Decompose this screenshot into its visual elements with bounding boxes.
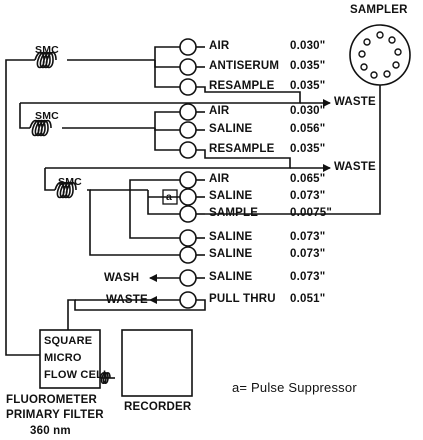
line-main-left: [5, 59, 35, 340]
line-size: 0.035": [290, 60, 326, 72]
primary-filter-caption: PRIMARY FILTER: [6, 409, 104, 421]
line-size: 0.056": [290, 123, 326, 135]
line-name: ANTISERUM: [209, 60, 280, 72]
line-size: 0.073": [290, 231, 326, 243]
line-name: SALINE: [209, 231, 253, 243]
line-size: 0.073": [290, 271, 326, 283]
line-size: 0.035": [290, 80, 326, 92]
coil-smc3-label: SMC: [58, 176, 82, 188]
line-size: 0.0075": [290, 207, 333, 219]
line-name: SAMPLE: [209, 207, 259, 219]
recorder-box: [121, 329, 193, 397]
line-size: 0.065": [290, 173, 326, 185]
coil-smc1: [34, 51, 57, 69]
waste-label: WASTE: [334, 161, 376, 173]
line-name: SALINE: [209, 271, 253, 283]
waste-label: WASTE: [334, 96, 376, 108]
sampler-label: SAMPLER: [350, 4, 408, 16]
legend: a= Pulse Suppressor: [232, 380, 357, 395]
pump-tube-circles: [179, 38, 197, 309]
flowcell-line2: MICRO: [44, 352, 82, 364]
line-name: SALINE: [209, 123, 253, 135]
line-size: 0.073": [290, 190, 326, 202]
flowcell-line3: FLOW CELL: [44, 369, 110, 381]
sampler-wheel: [349, 24, 411, 86]
line-name: RESAMPLE: [209, 80, 275, 92]
line-name: RESAMPLE: [209, 143, 275, 155]
line-name: AIR: [209, 105, 230, 117]
line-name: PULL THRU: [209, 293, 276, 305]
coil-smc3: [54, 181, 77, 199]
line-name: SALINE: [209, 248, 253, 260]
wash-label: WASH: [104, 272, 140, 284]
line-name: AIR: [209, 173, 230, 185]
fluorometer-caption: FLUOROMETER: [6, 394, 97, 406]
waste-label: WASTE: [106, 294, 148, 306]
line-name: SALINE: [209, 190, 253, 202]
line-size: 0.035": [290, 143, 326, 155]
flowcell-box: [39, 329, 101, 389]
line-size: 0.030": [290, 105, 326, 117]
recorder-caption: RECORDER: [124, 401, 192, 413]
line-size: 0.051": [290, 293, 326, 305]
line-name: AIR: [209, 40, 230, 52]
wavelength-caption: 360 nm: [30, 425, 71, 437]
line-size: 0.030": [290, 40, 326, 52]
line-size: 0.073": [290, 248, 326, 260]
flowcell-line1: SQUARE: [44, 335, 93, 347]
coil-smc2-label: SMC: [35, 110, 59, 122]
coil-smc1-label: SMC: [35, 44, 59, 56]
coil-smc2: [29, 119, 52, 137]
pulse-suppressor-mark: a: [166, 191, 173, 203]
